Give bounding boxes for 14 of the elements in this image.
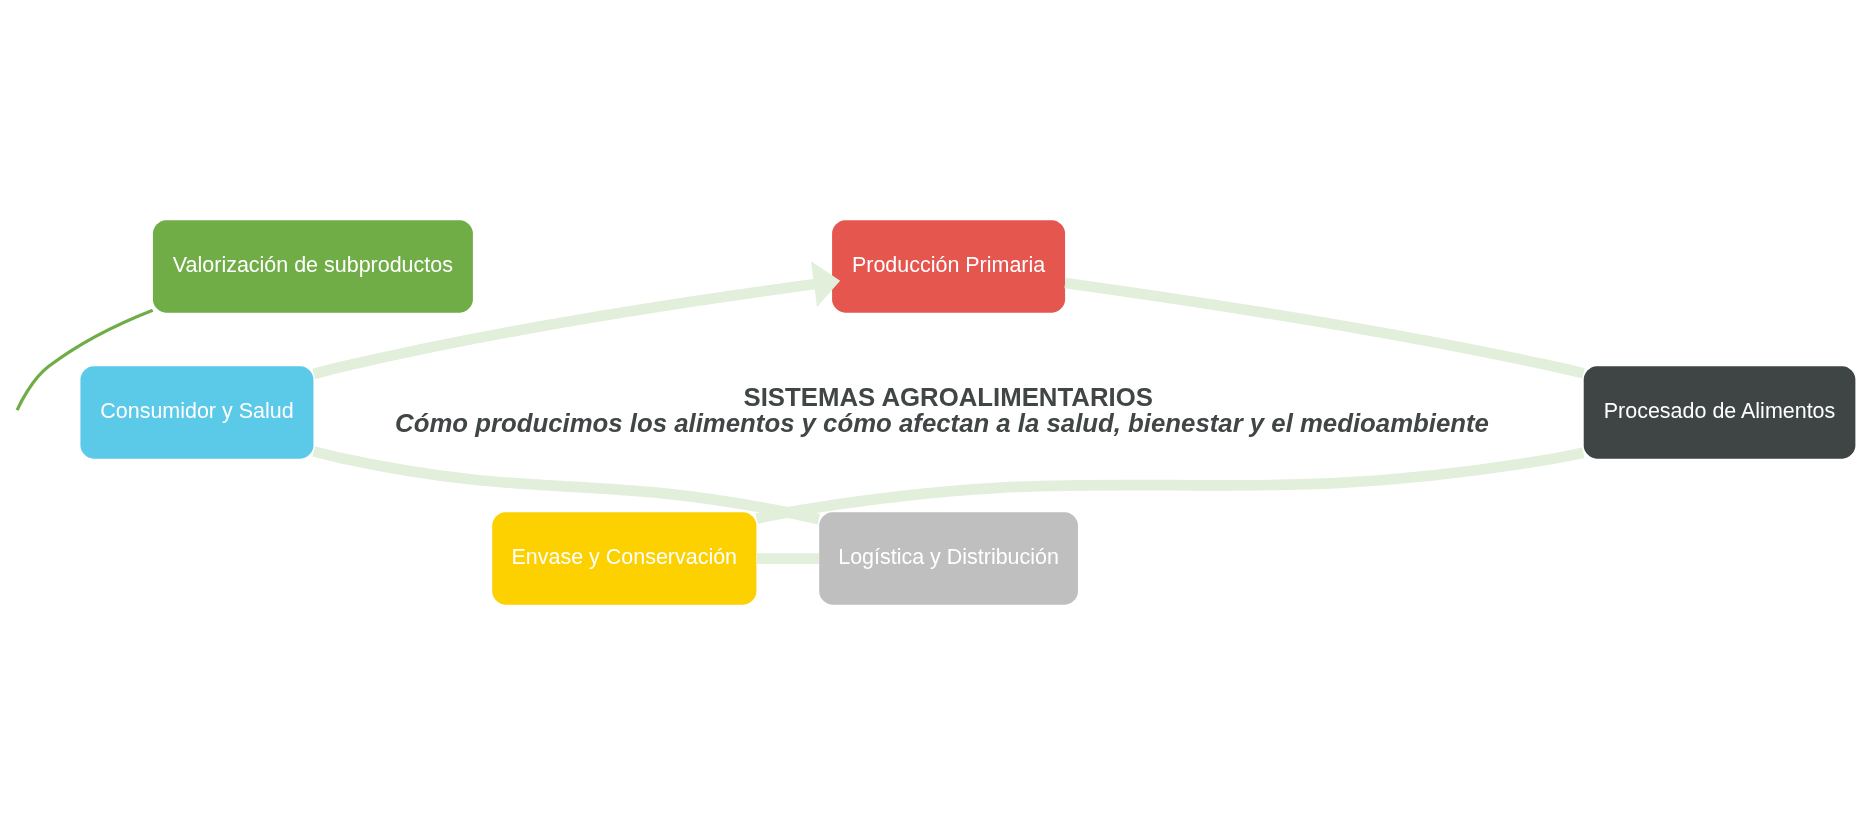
- node-box: Logística y Distribución: [819, 512, 1078, 605]
- connector: [755, 447, 1585, 524]
- connector: [756, 553, 819, 564]
- label: SISTEMAS AGROALIMENTARIOS: [743, 383, 1153, 412]
- node-box: Valorización de subproductos: [152, 220, 473, 313]
- label: Cómo producimos los alimentos y cómo afectan a la salud, bienestar y el medioambiente: [395, 409, 1489, 438]
- node-box: Producción Primaria: [832, 220, 1066, 313]
- node-box: Procesado de Alimentos: [1583, 366, 1856, 459]
- arrow: [312, 261, 841, 380]
- node-box: Consumidor y Salud: [80, 366, 314, 459]
- connector: [312, 446, 821, 525]
- connector: [15, 308, 154, 411]
- node-box: Envase y Conservación: [492, 512, 757, 605]
- connector: [1064, 277, 1585, 379]
